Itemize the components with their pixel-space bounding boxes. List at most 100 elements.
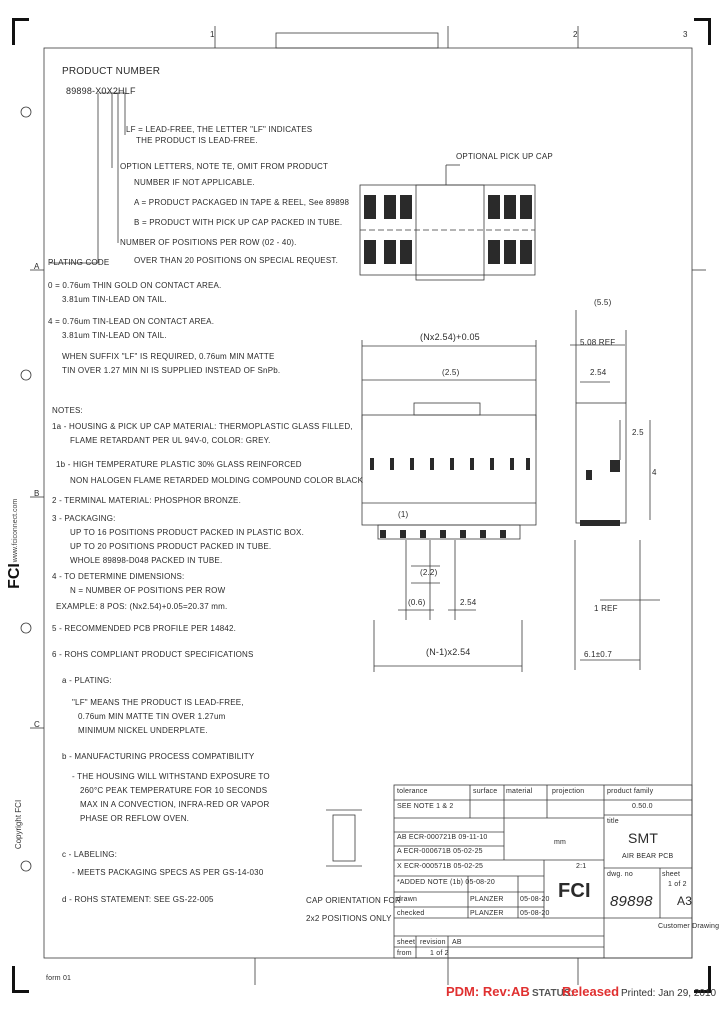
legend-item: OPTION LETTERS, NOTE TE, OMIT FROM PRODU… [120, 162, 329, 171]
note-line: 3 - PACKAGING: [52, 514, 116, 523]
legend-item: A = PRODUCT PACKAGED IN TAPE & REEL, See… [134, 198, 350, 207]
dim-side-bottom: 6.1±0.7 [584, 650, 613, 659]
plating-note: 0 = 0.76um THIN GOLD ON CONTACT AREA. [48, 281, 222, 290]
corner-mark-bl [12, 966, 29, 993]
status-label: STATUS: [532, 988, 574, 999]
note-line: UP TO 16 POSITIONS PRODUCT PACKED IN PLA… [70, 528, 305, 537]
sheet-total: 1 of 2 [430, 950, 449, 957]
dim-side-h3: (5.5) [594, 298, 612, 307]
surface-label: surface [473, 788, 498, 795]
checked-date: 05-08-20 [520, 910, 550, 917]
note-line: 4 - TO DETERMINE DIMENSIONS: [52, 572, 185, 581]
note-line: FLAME RETARDANT PER UL 94V-0, COLOR: GRE… [70, 436, 271, 445]
note-line: b - MANUFACTURING PROCESS COMPATIBILITY [62, 752, 255, 761]
scale-value: 2:1 [576, 863, 587, 870]
revision-row-date: 05-02-25 [453, 863, 484, 870]
drawn-date: 05-08-20 [520, 896, 550, 903]
dim-pitch-a: (0.6) [408, 598, 426, 607]
fci-side-logo-text: FCI [5, 563, 23, 589]
dim-side-width: 5.08 REF [580, 338, 616, 347]
zone-label-side-b: B [34, 489, 40, 498]
plating-note: 3.81um TIN-LEAD ON TAIL. [62, 331, 167, 340]
sheet-label: sheet [662, 871, 681, 878]
projection-label: projection [552, 788, 585, 795]
revision-row-text: ECR-000721B [408, 834, 457, 841]
revision-row-rev: X [397, 863, 402, 870]
note-line: 1a - HOUSING & PICK UP CAP MATERIAL: THE… [52, 422, 353, 431]
plating-note: 4 = 0.76um TIN-LEAD ON CONTACT AREA. [48, 317, 215, 326]
fci-title-logo: FCI [558, 880, 591, 902]
product-family-value: 0.50.0 [632, 803, 653, 810]
revision-row-date: 05-02-25 [453, 848, 483, 855]
plating-note: TIN OVER 1.27 MIN NI IS SUPPLIED INSTEAD… [62, 366, 281, 375]
plating-note: 3.81um TIN-LEAD ON TAIL. [62, 295, 167, 304]
note-line: 0.76um MIN MATTE TIN OVER 1.27um [78, 712, 226, 721]
note-line: 2 - TERMINAL MATERIAL: PHOSPHOR BRONZE. [52, 496, 242, 505]
product-family-label: product family [607, 788, 654, 795]
legend-item: THE PRODUCT IS LEAD-FREE. [136, 136, 258, 145]
revision-row: A ECR-000671B 05-02-25 [397, 847, 483, 857]
sheet-row-label: sheet [397, 939, 416, 946]
checked-label: checked [397, 910, 425, 917]
revision-row: X ECR-000571B 05-02-25 [397, 862, 483, 872]
note-line: 6 - ROHS COMPLIANT PRODUCT SPECIFICATION… [52, 650, 254, 659]
note-line: NON HALOGEN FLAME RETARDED MOLDING COMPO… [70, 476, 364, 485]
cap-orientation-line1: CAP ORIENTATION FOR [306, 896, 401, 905]
form-label: form 01 [46, 975, 72, 982]
revision-row: *ADDED NOTE (1b) 05-08-20 [397, 878, 495, 888]
dim-pitch-b: 2.54 [460, 598, 477, 607]
dim-height-ref: (1) [398, 510, 409, 519]
fci-side-logo: FCI www.fciconnect.com [6, 499, 40, 615]
note-line: c - LABELING: [62, 850, 118, 859]
note-line: EXAMPLE: 8 POS: (Nx2.54)+0.05=20.37 mm. [56, 602, 228, 611]
pdm-revision: PDM: Rev:AB [446, 984, 530, 999]
dim-pitch-row: (N-1)x2.54 [426, 647, 471, 657]
revision-row-date: 05-08-20 [465, 879, 495, 886]
sheet-value: 1 of 2 [668, 881, 687, 888]
dim-side-h2: 4 [652, 468, 657, 477]
revision-label: revision [420, 939, 446, 946]
revision-row-date: 09-11-10 [458, 834, 488, 841]
plating-code-label: PLATING CODE [48, 258, 110, 267]
note-line: MINIMUM NICKEL UNDERPLATE. [78, 726, 208, 735]
title-label: title [607, 818, 619, 825]
zone-label-top-3: 3 [683, 30, 688, 39]
note-line: 5 - RECOMMENDED PCB PROFILE PER 14842. [52, 624, 237, 633]
drawn-value: PLANZER [470, 896, 504, 903]
product-number-heading: PRODUCT NUMBER [62, 66, 161, 77]
material-label: material [506, 788, 533, 795]
revision-value: AB [452, 939, 462, 946]
fci-side-site: www.fciconnect.com [12, 498, 20, 563]
checked-value: PLANZER [470, 910, 504, 917]
revision-row-text: *ADDED NOTE (1b) [397, 879, 464, 886]
zone-label-top-2: 2 [573, 30, 578, 39]
note-line: PHASE OR REFLOW OVEN. [80, 814, 190, 823]
revision-row-rev: A [397, 848, 402, 855]
note-line: "LF" MEANS THE PRODUCT IS LEAD-FREE, [72, 698, 244, 707]
legend-item: OVER THAN 20 POSITIONS ON SPECIAL REQUES… [134, 256, 339, 265]
note-line: d - ROHS STATEMENT: SEE GS-22-005 [62, 895, 214, 904]
note-line: UP TO 20 POSITIONS PRODUCT PACKED IN TUB… [70, 542, 272, 551]
revision-row-text: ECR-000671B [403, 848, 451, 855]
dim-pad: (2.2) [420, 568, 438, 577]
size-value: A3 [677, 894, 693, 908]
note-line: N = NUMBER OF POSITIONS PER ROW [70, 586, 226, 595]
legend-item: NUMBER OF POSITIONS PER ROW (02 - 40). [120, 238, 297, 247]
tolerance-label: tolerance [397, 788, 428, 795]
title-block-frame [393, 784, 693, 959]
legend-item: B = PRODUCT WITH PICK UP CAP PACKED IN T… [134, 218, 343, 227]
cap-orientation-line2: 2x2 POSITIONS ONLY [306, 914, 392, 923]
see-note: SEE NOTE 1 & 2 [397, 803, 454, 810]
corner-mark-tl [12, 18, 29, 45]
printed-date: Printed: Jan 29, 2010 [621, 988, 717, 999]
note-line: WHOLE 89898-D048 PACKED IN TUBE. [70, 556, 223, 565]
product-number-code: 89898-X0X2HLF [66, 86, 136, 96]
title-line2: AIR BEAR PCB [622, 853, 674, 860]
title-line1: SMT [628, 830, 659, 846]
revision-row: AB ECR-000721B 09-11-10 [397, 833, 488, 843]
copyright-label: Copyright FCI [14, 799, 24, 850]
revision-row-text: ECR-000571B [404, 863, 452, 870]
dim-side-h1: 2.5 [632, 428, 644, 437]
dim-side-pitch: 2.54 [590, 368, 607, 377]
